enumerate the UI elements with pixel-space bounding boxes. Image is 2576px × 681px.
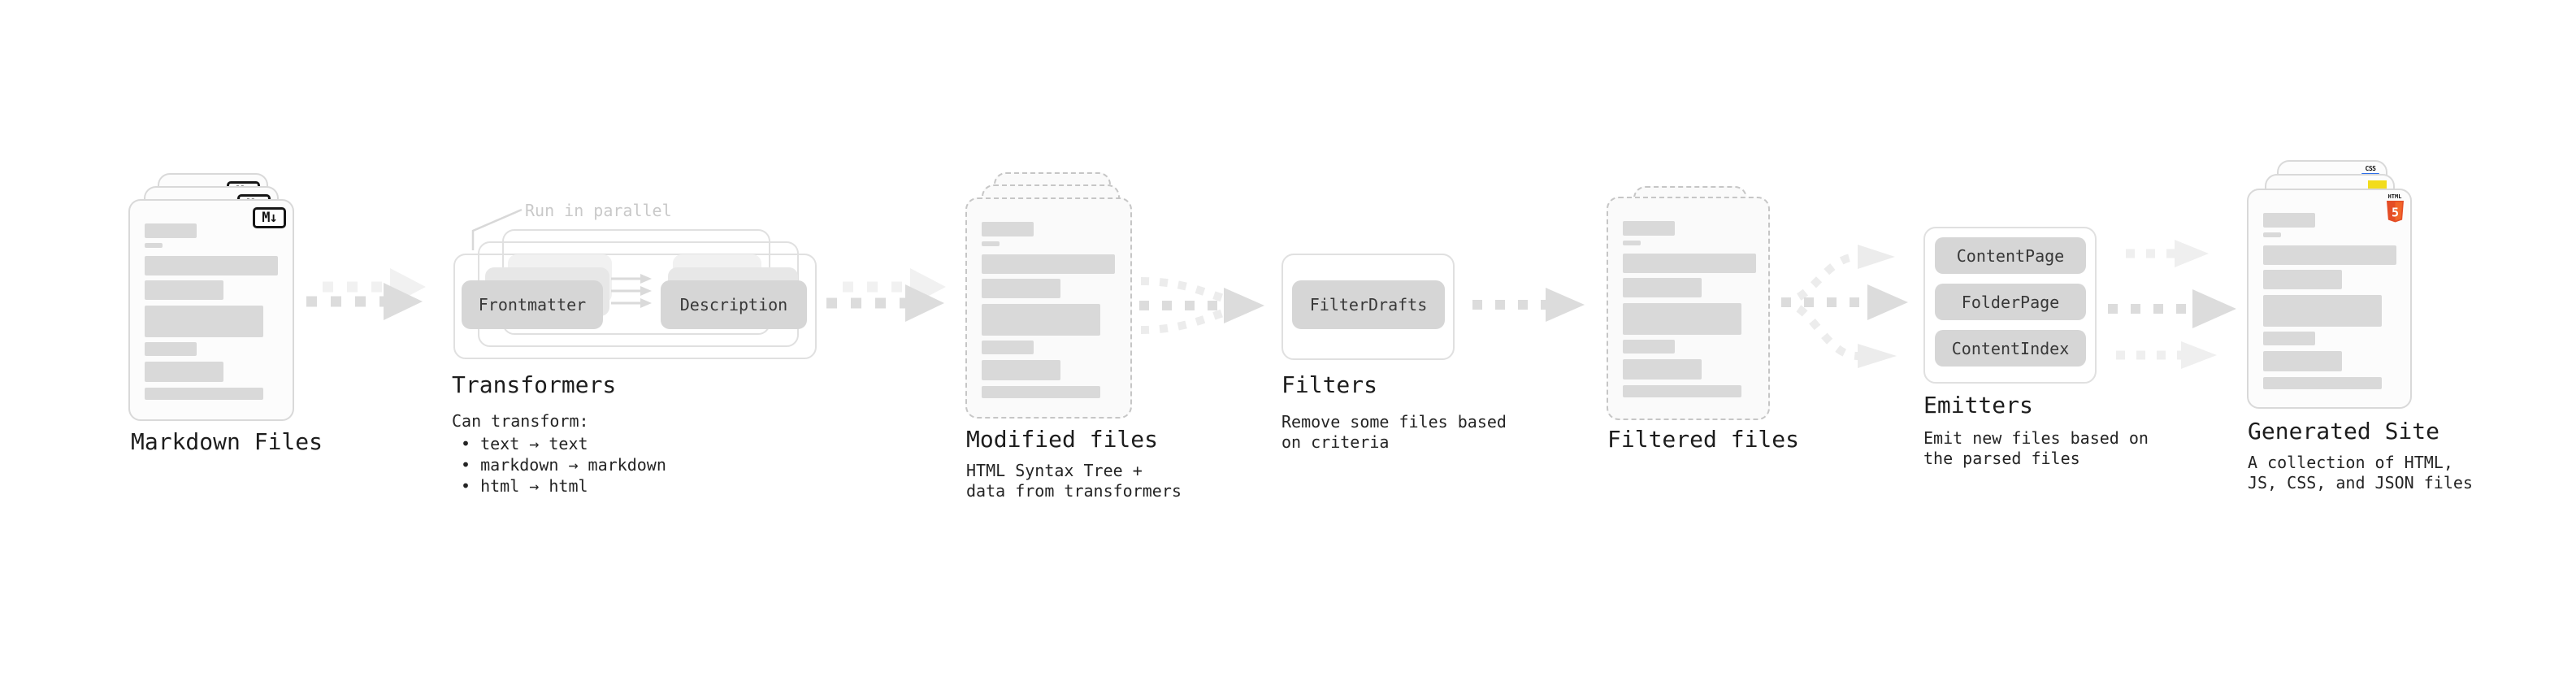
generated-site-label: Generated Site [2248,418,2440,445]
filtered-file-card-front [1607,197,1770,420]
note-connector-line [471,208,523,250]
site-file-card-html: HTML 5 [2247,189,2412,409]
emitters-title: Emitters [1923,392,2033,419]
desc-line: JS, CSS, and JSON files [2248,473,2473,492]
transformers-desc-heading: Can transform: [452,411,589,431]
folderpage-pill: FolderPage [1935,284,2086,320]
document-placeholder-lines [982,222,1115,398]
emitters-desc: Emit new files based on the parsed files [1923,428,2149,469]
desc-line: A collection of HTML, [2248,453,2453,472]
arrow-emitters-to-site [2108,240,2236,369]
bullet-item: • html → html [461,476,588,496]
arrow-filters-to-filtered [1472,288,1585,322]
filterdrafts-pill: FilterDrafts [1292,280,1445,329]
modified-files-label: Modified files [966,426,1159,453]
bullet-item: • markdown → markdown [461,455,666,475]
html5-icon: HTML 5 [2386,193,2404,226]
transformers-title: Transformers [452,371,617,398]
generated-site-desc: A collection of HTML, JS, CSS, and JSON … [2248,453,2473,493]
desc-line: the parsed files [1923,449,2080,468]
document-placeholder-lines [145,223,278,400]
filters-desc: Remove some files based on criteria [1281,412,1507,453]
filters-title: Filters [1281,371,1378,398]
arrow-transformers-to-modified [826,268,946,322]
markdown-icon: M↓ [253,207,286,228]
desc-line: on criteria [1281,432,1390,452]
contentpage-pill: ContentPage [1935,237,2086,274]
document-placeholder-lines [1623,221,1756,397]
arrow-filtered-to-emitters-branch [1780,245,1908,368]
filtered-files-label: Filtered files [1607,426,1800,453]
arrow-markdown-to-transformers [306,268,426,320]
run-in-parallel-note: Run in parallel [525,201,672,220]
frontmatter-pill: Frontmatter [462,280,603,329]
svg-text:5: 5 [2391,206,2398,220]
document-placeholder-lines [2263,213,2396,389]
desc-line: data from transformers [966,481,1182,501]
modified-file-card-front [965,197,1132,419]
modified-files-desc: HTML Syntax Tree + data from transformer… [966,461,1182,501]
desc-line: Emit new files based on [1923,428,2149,448]
parallel-step-arrows [611,274,652,308]
desc-line: Remove some files based [1281,412,1507,432]
description-pill: Description [661,280,807,329]
markdown-file-card-front: M↓ [128,199,294,421]
markdown-files-label: Markdown Files [131,428,323,455]
transformers-bullet-list: • text → text • markdown → markdown • ht… [461,433,666,497]
contentindex-pill: ContentIndex [1935,330,2086,367]
transformer-box-front [453,254,817,359]
bullet-item: • text → text [461,434,588,453]
desc-line: HTML Syntax Tree + [966,461,1143,480]
arrow-modified-to-filters-merge [1139,277,1264,334]
